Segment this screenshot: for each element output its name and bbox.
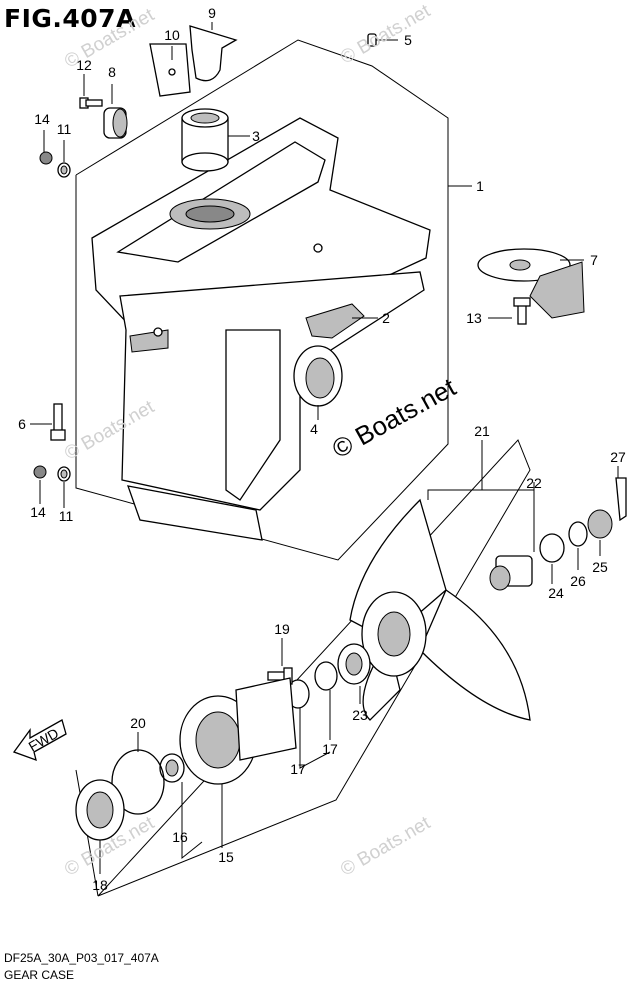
part-14-plug-lower	[33, 465, 47, 479]
callout-14-lower: 14	[30, 504, 46, 520]
callout-2: 2	[382, 310, 390, 326]
part-17-washer-a	[314, 661, 338, 691]
callout-1: 1	[476, 178, 484, 194]
part-23-bushing	[337, 643, 371, 685]
callout-numbers: 1 2 3 4 5 6 7 8 9 10 11 11 12 13 14 14 1…	[18, 5, 626, 893]
part-2-anode	[305, 303, 365, 339]
part-24-washer	[539, 533, 565, 563]
callout-15: 15	[218, 849, 234, 865]
figure-name: GEAR CASE	[4, 968, 75, 982]
callout-19: 19	[274, 621, 290, 637]
part-18-oil-seal	[75, 779, 125, 841]
part-13-bolt	[513, 297, 531, 325]
gear-case-housing	[91, 117, 431, 541]
part-22-spacer	[489, 555, 533, 591]
part-8-bushing	[103, 107, 128, 139]
part-9-cover	[189, 25, 238, 82]
part-27-cotter-pin	[615, 477, 627, 522]
callout-11-upper: 11	[57, 121, 72, 137]
callout-17-b: 17	[322, 741, 338, 757]
part-3-bearing	[181, 108, 229, 172]
callout-6: 6	[18, 416, 26, 432]
part-6-bolt	[50, 403, 66, 441]
callout-12: 12	[76, 57, 92, 73]
callout-4: 4	[310, 421, 318, 437]
callout-8: 8	[108, 64, 116, 80]
part-14-plug-upper	[39, 151, 53, 165]
callout-5: 5	[404, 32, 412, 48]
callout-10: 10	[164, 27, 180, 43]
leader-lines	[30, 22, 619, 874]
callout-13: 13	[466, 310, 482, 326]
part-12-bolt	[79, 97, 103, 109]
callout-11-lower: 11	[59, 508, 74, 524]
callout-7: 7	[590, 252, 598, 268]
part-25-nut	[587, 509, 613, 539]
callout-16: 16	[172, 829, 188, 845]
part-7-trim-tab	[477, 248, 585, 319]
callout-17-a: 17	[290, 761, 306, 777]
callout-23: 23	[352, 707, 368, 723]
callout-24: 24	[548, 585, 564, 601]
fwd-direction-arrow: FWD	[12, 719, 67, 762]
part-21-propeller	[349, 498, 531, 721]
upper-group-frame	[75, 39, 449, 561]
callout-22: 22	[526, 475, 542, 491]
callout-18: 18	[92, 877, 108, 893]
callout-14-upper: 14	[34, 111, 50, 127]
part-26-washer	[568, 521, 588, 547]
callout-9: 9	[208, 5, 216, 21]
callout-21: 21	[474, 423, 490, 439]
part-4-oil-seal	[293, 345, 343, 407]
callout-25: 25	[592, 559, 608, 575]
callout-3: 3	[252, 128, 260, 144]
figure-title: FIG.407A	[4, 4, 136, 33]
part-15-bearing-carrier	[179, 677, 297, 785]
callout-27: 27	[610, 449, 626, 465]
callout-20: 20	[130, 715, 146, 731]
part-16-bearing	[159, 753, 185, 783]
figure-code: DF25A_30A_P03_017_407A	[4, 951, 159, 965]
callout-26: 26	[570, 573, 586, 589]
